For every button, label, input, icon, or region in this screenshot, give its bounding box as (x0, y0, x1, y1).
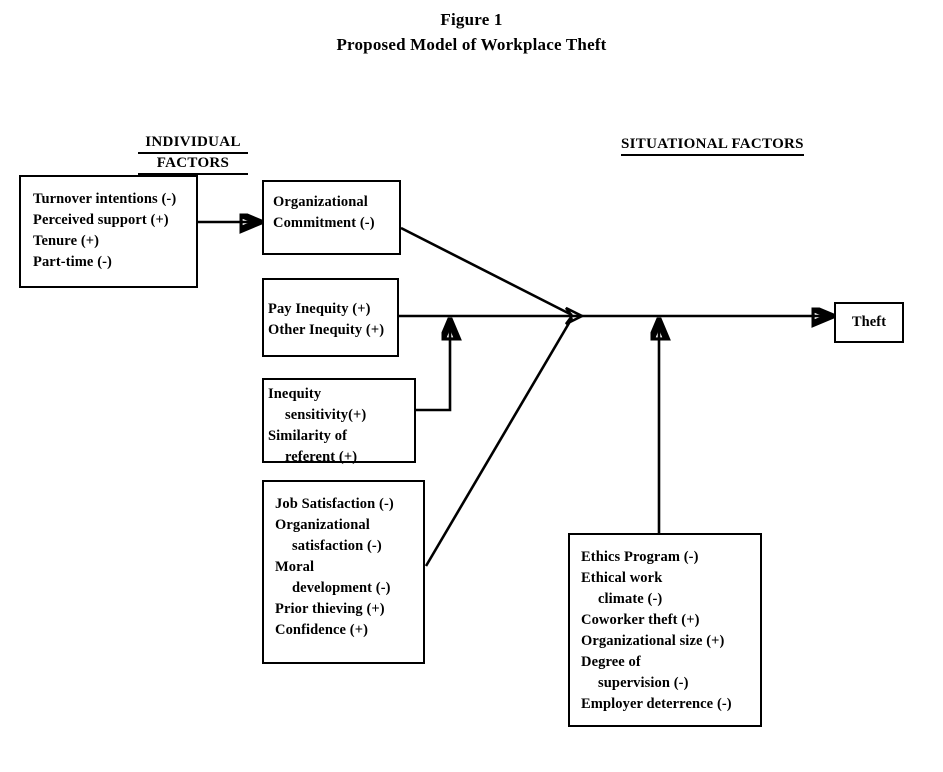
box-job-satisfaction-lines: Job Satisfaction (-) Organizational sati… (275, 494, 423, 641)
box-individual-drivers[interactable]: Turnover intentions (-) Perceived suppor… (19, 175, 198, 288)
list-item: Job Satisfaction (-) (275, 496, 394, 512)
figure-title-line-1: Figure 1 (440, 10, 503, 29)
list-item: Similarity of (268, 428, 348, 444)
box-situational-factors[interactable]: Ethics Program (-) Ethical work climate … (568, 533, 762, 727)
list-item: Ethics Program (-) (581, 549, 699, 565)
list-item: sensitivity(+) (285, 407, 367, 423)
box-inequity-sensitivity[interactable]: Inequity sensitivity(+) Similarity of re… (262, 378, 416, 465)
list-item: Tenure (+) (33, 233, 100, 249)
list-item: referent (+) (285, 449, 358, 465)
list-item: Commitment (-) (273, 215, 375, 231)
edge-sensitivity-to-inequity-path (416, 322, 450, 412)
list-item: Perceived support (+) (33, 212, 169, 228)
box-organizational-commitment[interactable]: Organizational Commitment (-) (262, 180, 401, 255)
box-theft[interactable]: Theft (834, 302, 904, 343)
convergence-node (564, 306, 585, 326)
list-item: Part-time (-) (33, 254, 112, 270)
list-item: Coworker theft (+) (581, 612, 700, 628)
list-item: supervision (-) (598, 675, 689, 691)
list-item: Moral (275, 559, 315, 575)
list-item: climate (-) (598, 591, 663, 607)
list-item: Organizational (273, 194, 368, 210)
edge-satisfaction-to-hub (424, 317, 574, 567)
heading-situational-label: SITUATIONAL FACTORS (621, 135, 804, 156)
box-inequity-sensitivity-lines: Inequity sensitivity(+) Similarity of re… (268, 384, 414, 468)
box-organizational-commitment-lines: Organizational Commitment (-) (273, 192, 399, 234)
heading-individual-factors: INDIVIDUAL FACTORS (138, 133, 248, 175)
heading-individual-line-1: INDIVIDUAL (138, 133, 248, 154)
box-job-satisfaction[interactable]: Job Satisfaction (-) Organizational sati… (262, 480, 425, 664)
list-item: Degree of (581, 654, 641, 670)
list-item: Ethical work (581, 570, 663, 586)
list-item: Organizational size (+) (581, 633, 725, 649)
box-individual-drivers-lines: Turnover intentions (-) Perceived suppor… (33, 189, 196, 273)
heading-individual-line-2: FACTORS (138, 154, 248, 175)
list-item: Pay Inequity (+) (268, 301, 371, 317)
figure-title-line-2: Proposed Model of Workplace Theft (336, 35, 607, 54)
edge-commitment-to-hub (400, 226, 573, 317)
list-item: Other Inequity (+) (268, 322, 385, 338)
box-situational-factors-lines: Ethics Program (-) Ethical work climate … (581, 547, 760, 715)
list-item: Organizational (275, 517, 370, 533)
box-inequity[interactable]: Pay Inequity (+) Other Inequity (+) (262, 278, 399, 357)
list-item: satisfaction (-) (292, 538, 382, 554)
box-inequity-lines: Pay Inequity (+) Other Inequity (+) (268, 299, 397, 341)
list-item: development (-) (292, 580, 391, 596)
list-item: Employer deterrence (-) (581, 696, 732, 712)
box-theft-label: Theft (851, 314, 887, 330)
list-item: Confidence (+) (275, 622, 369, 638)
list-item: Inequity (268, 386, 322, 402)
heading-situational-factors: SITUATIONAL FACTORS (621, 135, 804, 156)
list-item: Prior thieving (+) (275, 601, 385, 617)
list-item: Turnover intentions (-) (33, 191, 177, 207)
